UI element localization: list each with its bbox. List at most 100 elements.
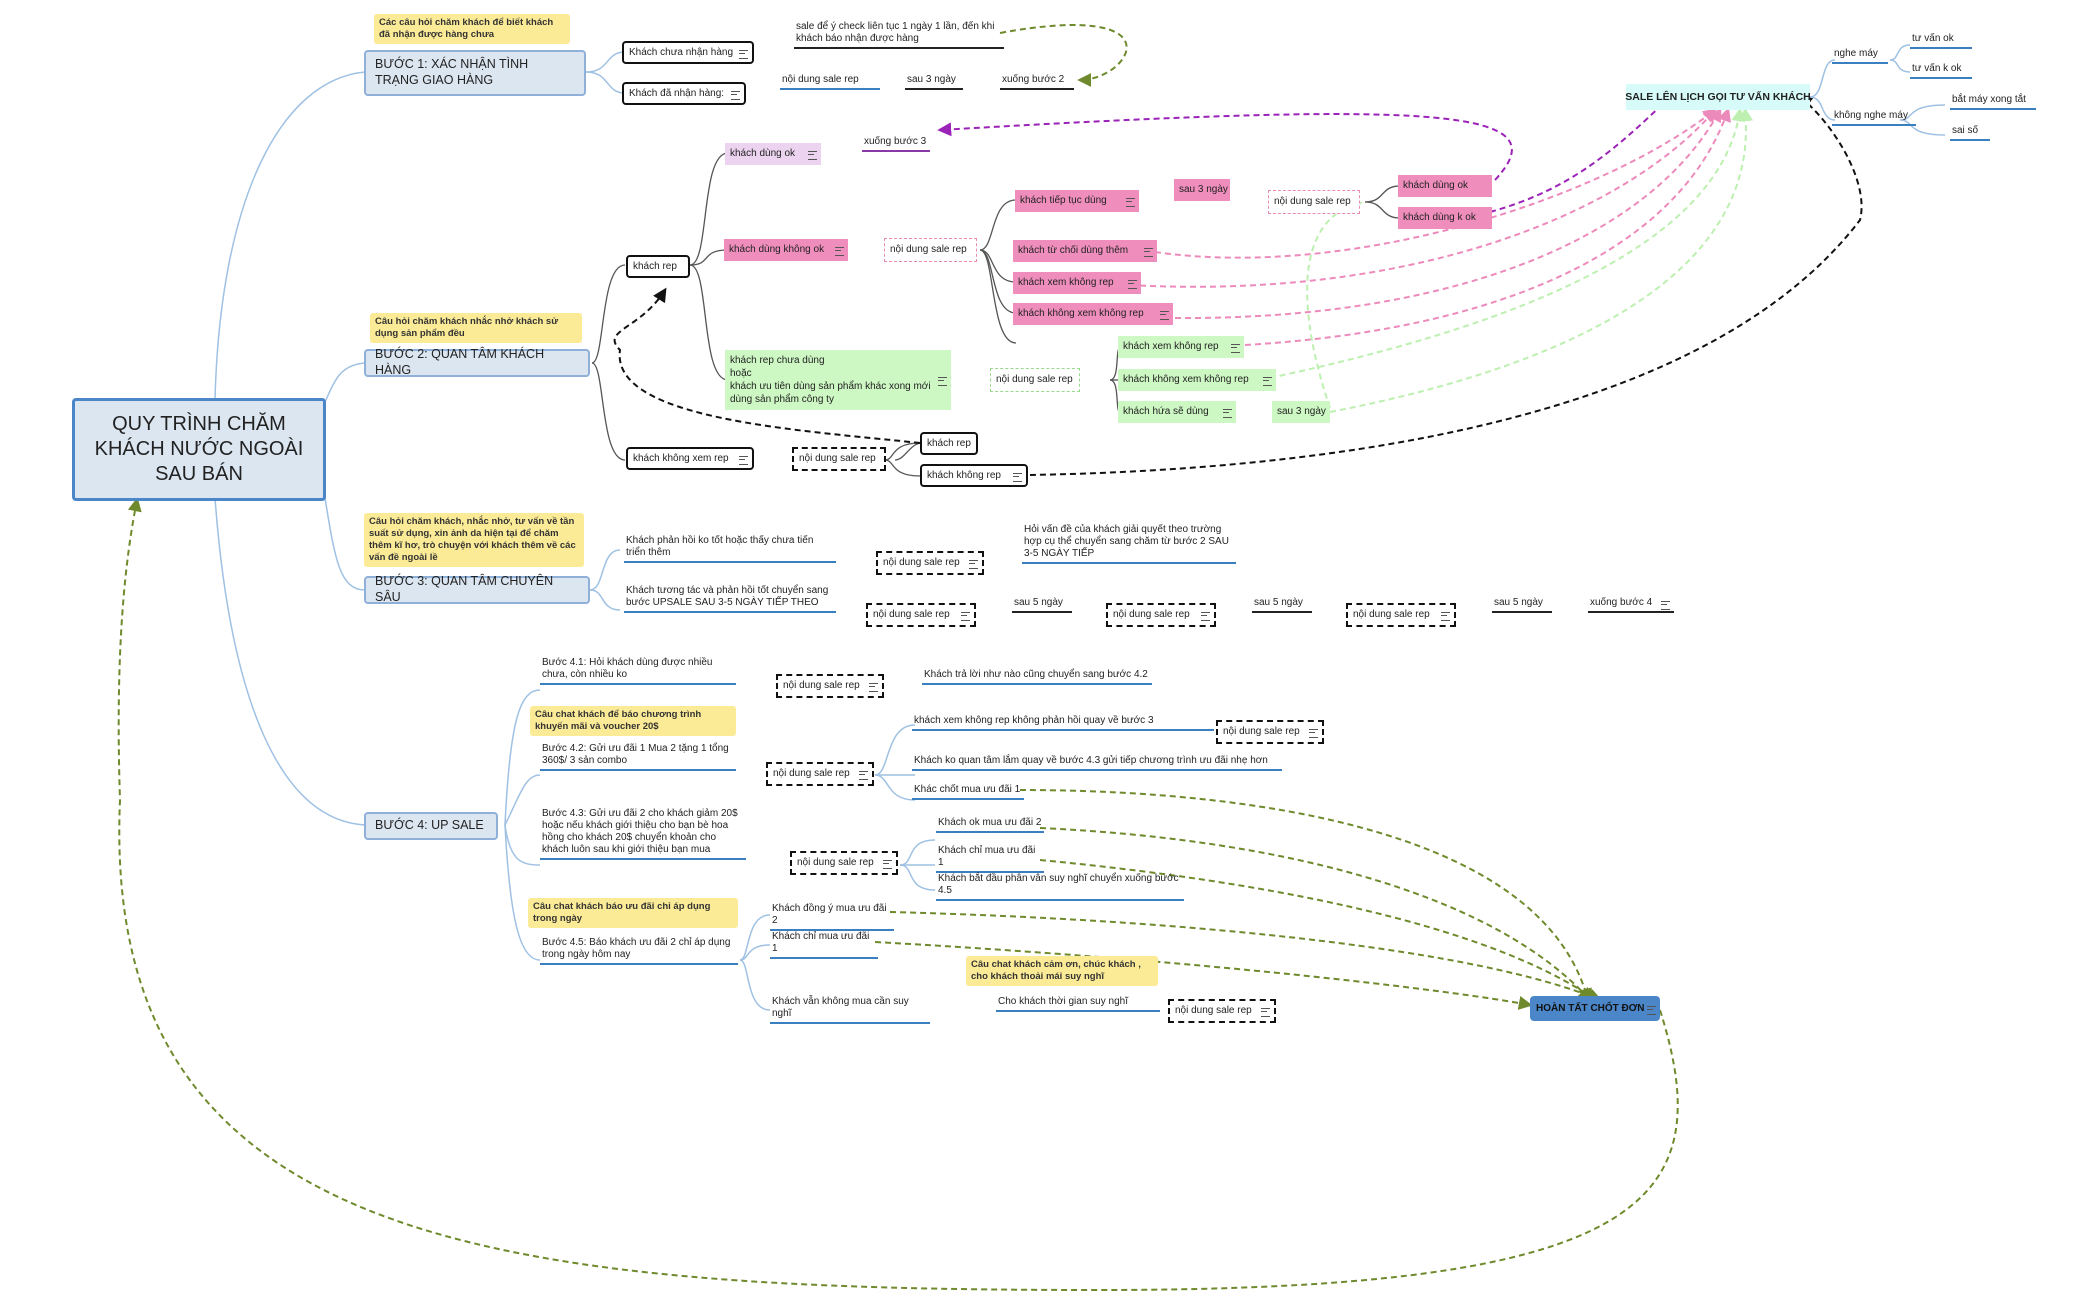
step2-not-used-yet[interactable]: khách rep chưa dùng hoặc khách ưu tiên d… [725, 350, 951, 410]
step2-use-not-ok[interactable]: khách dùng không ok [724, 239, 848, 261]
step2-unseen-customer-no-reply[interactable]: khách không rep [920, 464, 1028, 487]
step1-received-label: Khách đã nhận hàng: [629, 87, 725, 99]
step4-3-rep[interactable]: nội dung sale rep [790, 851, 898, 875]
step2-green-seen-label: khách xem không rep [1123, 341, 1219, 352]
step2-unseen-no-reply-label: khách không rep [927, 469, 1001, 481]
step2-promise[interactable]: khách hứa sẽ dùng [1118, 401, 1236, 423]
step4-2: Bước 4.2: Gửi ưu đãi 1 Mua 2 tặng 1 tổng… [540, 743, 736, 771]
step1-not-received-text: sale để ý check liên tục 1 ngày 1 lần, đ… [794, 21, 1004, 49]
notes-icon [1201, 612, 1210, 621]
step4-2-b: Khách ko quan tâm lắm quay về bước 4.3 g… [912, 755, 1282, 771]
notes-icon [1309, 729, 1318, 738]
step1-not-received[interactable]: Khách chưa nhận hàng [622, 41, 754, 64]
sale-call-consult-ok: tư vấn ok [1910, 33, 1972, 49]
notes-icon [808, 151, 817, 160]
step2-to-step3: xuống bước 3 [862, 136, 930, 152]
step2-unseen-no-reply-label: khách không xem không rep [1018, 308, 1144, 319]
sale-call-node[interactable]: SALE LÊN LỊCH GỌI TƯ VẤN KHÁCH [1625, 84, 1811, 110]
step2-use-ok-label: khách dùng ok [730, 148, 796, 159]
step2-green-unseen[interactable]: khách không xem không rep [1118, 369, 1276, 391]
step4-5-b: Khách chỉ mua ưu đãi 1 [770, 931, 878, 959]
notes-icon [859, 771, 868, 780]
sale-call-wrong-number: sai số [1950, 125, 1990, 141]
step3-after-5-days-2: sau 5 ngày [1252, 597, 1312, 613]
step2-refuse-label: khách từ chối dùng thêm [1018, 245, 1129, 256]
sale-call-hang-up: bắt máy xong tắt [1950, 94, 2036, 110]
step4-2-rep[interactable]: nội dung sale rep [766, 762, 874, 786]
notes-icon [731, 90, 740, 100]
step3-node[interactable]: BƯỚC 3: QUAN TÂM CHUYÊN SÂU [364, 574, 590, 604]
notes-icon [1231, 344, 1240, 353]
cross-arrows [117, 24, 1863, 1292]
notes-icon [1441, 612, 1450, 621]
step4-2-a: khách xem không rep không phản hồi quay … [912, 715, 1214, 731]
step4-2-a-rep[interactable]: nội dung sale rep [1216, 720, 1324, 744]
step4-2-rep-label: nội dung sale rep [773, 768, 850, 779]
notes-icon [969, 560, 978, 569]
step3-after-5-days-1: sau 5 ngày [1012, 597, 1072, 613]
step2-promise-label: khách hứa sẽ dùng [1123, 406, 1209, 417]
step3-rep-3[interactable]: nội dung sale rep [1346, 603, 1456, 627]
step2-unseen-reply-label: khách không xem rep [633, 452, 729, 464]
step3-rep-1[interactable]: nội dung sale rep [866, 603, 976, 627]
sale-call-consult-not-ok: tư vấn k ok [1910, 63, 1972, 79]
notes-icon [1160, 311, 1169, 320]
step1-received[interactable]: Khách đã nhận hàng: [622, 82, 746, 105]
sale-call-listen: nghe máy [1832, 48, 1888, 64]
step2-continue-not-ok[interactable]: khách dùng k ok [1398, 207, 1492, 229]
step2-not-used-text: khách rep chưa dùng hoặc khách ưu tiên d… [730, 354, 931, 406]
step2-unseen-reply[interactable]: khách không xem rep [626, 447, 754, 470]
step4-5-note: Câu chat khách báo ưu đãi chỉ áp dụng tr… [528, 898, 738, 928]
notes-icon [938, 377, 947, 386]
step3-bad-rep[interactable]: nội dung sale rep [876, 551, 984, 575]
step3-good-feedback: Khách tương tác và phản hồi tốt chuyển s… [624, 585, 836, 613]
step2-green-seen[interactable]: khách xem không rep [1118, 336, 1244, 358]
step4-1-result: Khách trả lời như nào cũng chuyển sang b… [922, 669, 1152, 685]
step1-after-3-days: sau 3 ngày [905, 74, 963, 90]
notes-icon [1647, 1005, 1656, 1015]
step2-after-3-days[interactable]: sau 3 ngày [1174, 179, 1230, 201]
step4-5-thanks-note: Câu chat khách cảm ơn, chúc khách , cho … [966, 956, 1158, 986]
step2-use-ok[interactable]: khách dùng ok [725, 143, 821, 165]
step2-seen-no-reply[interactable]: khách xem không rep [1013, 272, 1141, 294]
step3-rep-2-label: nội dung sale rep [1113, 609, 1190, 620]
step4-3-rep-label: nội dung sale rep [797, 857, 874, 868]
step4-5-c-rep-label: nội dung sale rep [1175, 1005, 1252, 1016]
not-used-line: khách ưu tiên dùng sản phẩm khác xong mớ… [730, 381, 931, 392]
step1-not-received-label: Khách chưa nhận hàng [629, 46, 733, 58]
step4-5-c-rep[interactable]: nội dung sale rep [1168, 999, 1276, 1023]
step2-note: Câu hỏi chăm khách nhắc nhở khách sử dụn… [370, 313, 582, 343]
step4-2-note: Câu chat khách để báo chương trình khuyế… [530, 706, 736, 736]
notes-icon [883, 860, 892, 869]
step2-continue-rep[interactable]: nội dung sale rep [1268, 190, 1360, 214]
step3-rep-1-label: nội dung sale rep [873, 609, 950, 620]
notes-icon [1013, 472, 1022, 482]
step3-bad-feedback: Khách phản hồi ko tốt hoặc thấy chưa tiế… [624, 535, 836, 563]
step2-green-unseen-label: khách không xem không rep [1123, 374, 1249, 385]
step4-1-rep[interactable]: nội dung sale rep [776, 674, 884, 698]
step2-continue-ok[interactable]: khách dùng ok [1398, 175, 1492, 197]
not-used-line: hoặc [730, 368, 752, 379]
mindmap-root-title[interactable]: QUY TRÌNH CHĂM KHÁCH NƯỚC NGOÀI SAU BÁN [72, 398, 326, 501]
step4-node[interactable]: BƯỚC 4: UP SALE [364, 812, 498, 840]
step2-unseen-rep[interactable]: nội dung sale rep [792, 447, 886, 471]
step2-unseen-no-reply[interactable]: khách không xem không rep [1013, 303, 1173, 325]
notes-icon [869, 683, 878, 692]
step2-unseen-customer-replies[interactable]: khách rep [920, 432, 978, 455]
step2-refuse[interactable]: khách từ chối dùng thêm [1013, 240, 1157, 262]
notes-icon [835, 247, 844, 256]
step2-green-after-3-days[interactable]: sau 3 ngày [1272, 401, 1330, 423]
step2-customer-replies[interactable]: khách rep [626, 255, 690, 278]
step2-continue-use[interactable]: khách tiếp tục dùng [1015, 190, 1139, 212]
order-complete-node[interactable]: HOÀN TẤT CHỐT ĐƠN [1530, 996, 1660, 1021]
step2-not-ok-rep[interactable]: nội dung sale rep [884, 238, 977, 262]
step2-green-rep[interactable]: nội dung sale rep [990, 368, 1080, 392]
step1-node[interactable]: BƯỚC 1: XÁC NHẬN TÌNH TRẠNG GIAO HÀNG [364, 50, 586, 96]
order-complete-label: HOÀN TẤT CHỐT ĐƠN [1536, 1002, 1645, 1014]
step2-node[interactable]: BƯỚC 2: QUAN TÂM KHÁCH HÀNG [364, 347, 590, 377]
step3-bad-rep-label: nội dung sale rep [883, 557, 960, 568]
tree-branches [214, 44, 1946, 1011]
step3-rep-2[interactable]: nội dung sale rep [1106, 603, 1216, 627]
step4-3-b: Khách chỉ mua ưu đãi 1 [936, 845, 1044, 873]
